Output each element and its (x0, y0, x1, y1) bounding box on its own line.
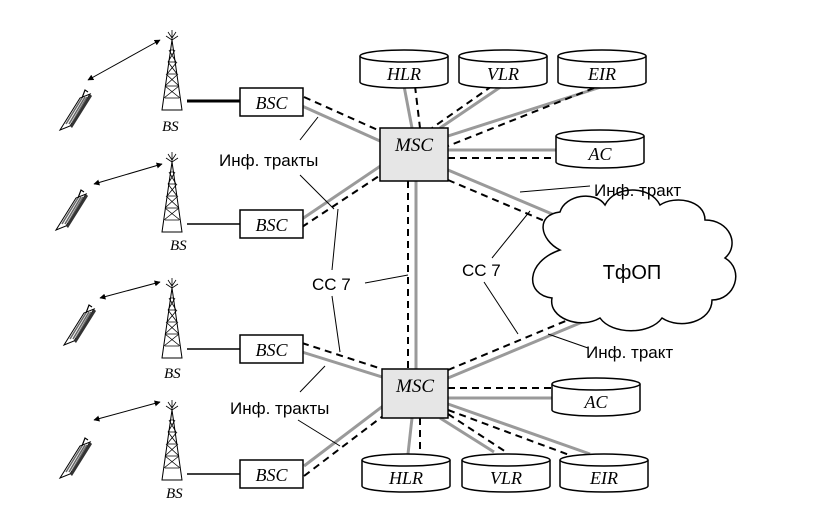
mobile-phone-4-icon (59, 437, 93, 479)
mobile-phone-2-icon (55, 189, 89, 231)
inf-trakt-bottom-label: Инф. тракт (586, 343, 673, 362)
inf-trakty-bottom-leader-2 (297, 419, 341, 447)
databases-lower: AC HLR VLR EIR (361, 377, 649, 493)
mobile-phones (55, 89, 97, 479)
radio-arrow-4 (93, 400, 161, 422)
bsc-2-box (239, 209, 304, 239)
msc2-pstn-traffic (447, 316, 593, 380)
msc2-eir-traffic (447, 402, 591, 456)
bs-tower-2-icon (161, 151, 183, 233)
links-layer (187, 84, 605, 477)
bs-label-1: BS (162, 119, 179, 135)
radio-arrow-2 (93, 162, 163, 186)
msc-upper-box (379, 127, 449, 182)
radio-links (87, 39, 163, 422)
inf-trakty-top-label: Инф. тракты (219, 151, 318, 170)
msc-upper-label: MSC (394, 135, 433, 156)
msc2-hlr-traffic (406, 417, 414, 455)
cc7-left-label: СС 7 (312, 275, 351, 294)
base-stations: BS BS BS BS (161, 29, 187, 502)
pstn-label: ТфОП (603, 262, 662, 284)
pstn-cloud: ТфОП (532, 189, 737, 332)
bsc-2-label: BSC (255, 215, 288, 235)
bs-tower-4-icon (161, 399, 183, 481)
bs-label-2: BS (170, 238, 187, 254)
bsc-1-box (239, 87, 304, 117)
db-vlr-lower-label: VLR (490, 468, 522, 488)
msc1-hlr-signaling (414, 85, 421, 129)
bsc-3-label: BSC (255, 340, 288, 360)
bsc3-msc2-signaling (301, 342, 383, 370)
msc1-eir-signaling (447, 87, 595, 147)
cc7-right-leader-1 (491, 210, 531, 259)
msc1-vlr-signaling (431, 85, 493, 129)
msc2-vlr-traffic (439, 416, 495, 454)
msc-lower-box (381, 368, 449, 419)
msc-lower-label: MSC (395, 376, 434, 397)
bs-label-3: BS (164, 366, 181, 382)
msc1-hlr-traffic (402, 85, 414, 129)
bs-tower-3-icon (161, 277, 183, 359)
inf-trakty-top-leader-1 (299, 116, 319, 141)
radio-arrow-3 (99, 280, 161, 300)
db-hlr-lower: HLR (361, 453, 451, 493)
bsc2-msc1-traffic (301, 163, 383, 221)
databases-upper: HLR VLR EIR AC (359, 49, 647, 169)
bsc4-msc2-traffic (303, 404, 384, 468)
db-ac-lower: AC (551, 377, 641, 417)
cc7-right-label: СС 7 (462, 261, 501, 280)
db-hlr-upper-label: HLR (386, 64, 421, 84)
bs-tower-1-icon (161, 29, 183, 111)
inf-trakty-bottom-leader-1 (299, 365, 326, 393)
inf-trakt-top-label: Инф. тракт (594, 181, 681, 200)
db-eir-lower: EIR (559, 453, 649, 493)
bsc4-msc2-signaling (303, 415, 384, 477)
db-eir-upper: EIR (557, 49, 647, 89)
msc-boxes: MSC MSC (379, 127, 449, 419)
bs-label-4: BS (166, 486, 183, 502)
inf-trakt-bottom-leader (547, 333, 589, 349)
bsc3-msc2-traffic (301, 350, 383, 379)
mobile-phone-3-icon (63, 304, 97, 346)
db-vlr-upper: VLR (458, 49, 548, 89)
radio-arrow-1 (87, 39, 161, 81)
bsc-3-box (239, 334, 304, 364)
bsc2-msc1-signaling (301, 173, 383, 228)
pstn-cloud-shape (532, 189, 737, 332)
db-hlr-lower-label: HLR (388, 468, 423, 488)
db-hlr-upper: HLR (359, 49, 449, 89)
bsc1-msc1-traffic (301, 104, 381, 143)
db-ac-lower-label: AC (583, 392, 608, 412)
msc2-eir-signaling (447, 409, 573, 457)
msc2-pstn-signaling (447, 319, 569, 371)
cc7-left-leader-2 (331, 295, 341, 353)
inf-trakt-top-leader (519, 185, 591, 193)
db-eir-upper-label: EIR (587, 64, 616, 84)
bsc-boxes: BSC BSC BSC BSC (239, 87, 304, 489)
db-ac-upper-label: AC (587, 144, 612, 164)
db-vlr-lower: VLR (461, 453, 551, 493)
msc1-vlr-traffic (439, 84, 503, 130)
cc7-left-leader-1 (331, 208, 339, 271)
db-eir-lower-label: EIR (589, 468, 618, 488)
annotations: Инф. тракты СС 7 Инф. тракты Инф. тракт … (219, 116, 681, 447)
db-ac-upper: AC (555, 129, 645, 169)
inf-trakty-top-leader-2 (299, 174, 335, 210)
mobile-phone-1-icon (59, 89, 93, 131)
db-vlr-upper-label: VLR (487, 64, 519, 84)
cc7-left-leader-3 (364, 274, 409, 284)
bsc-4-label: BSC (255, 465, 288, 485)
bsc-4-box (239, 459, 304, 489)
bsc1-msc1-signaling (303, 96, 381, 132)
cc7-right-leader-2 (483, 281, 519, 335)
bsc-1-label: BSC (255, 93, 288, 113)
inf-trakty-bottom-label: Инф. тракты (230, 399, 329, 418)
